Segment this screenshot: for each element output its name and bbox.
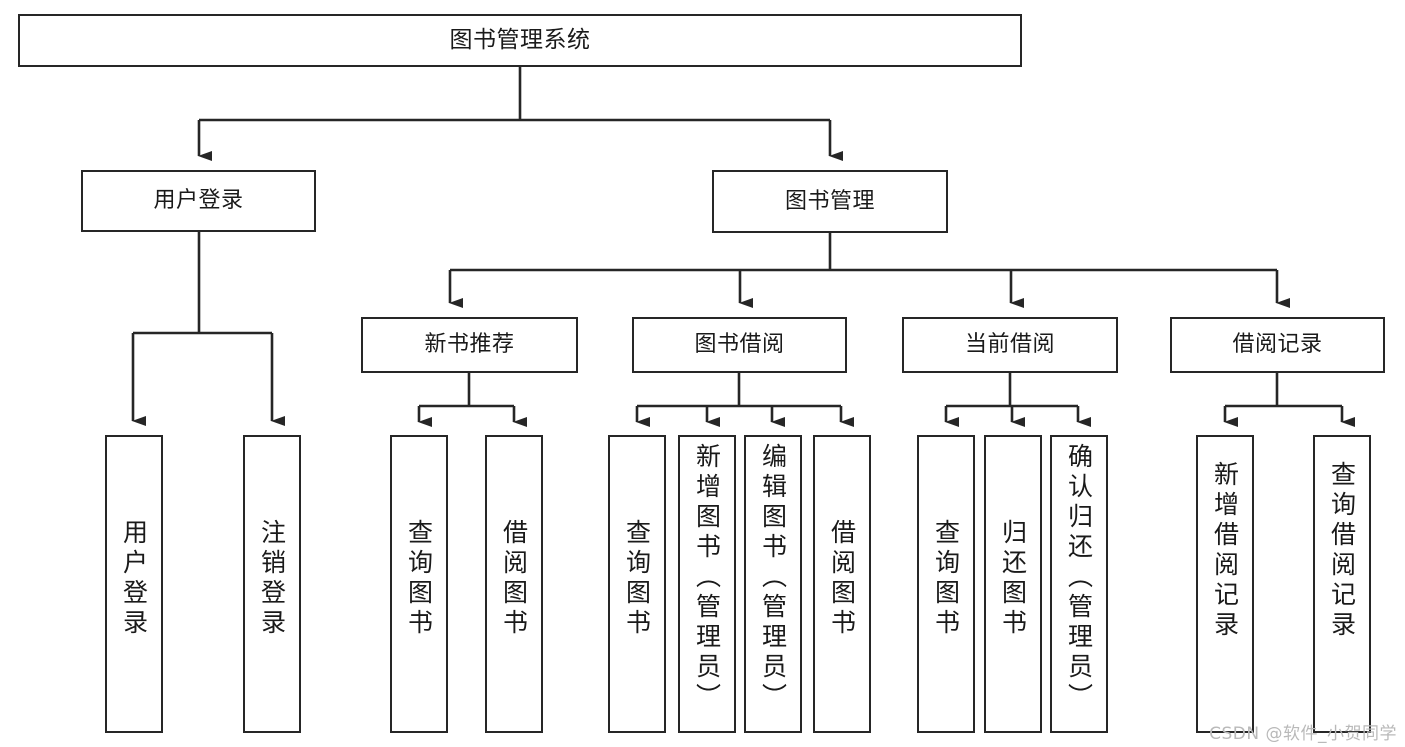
leaf-borrow-book[interactable]: 借阅图书: [813, 435, 871, 733]
node-label: 借阅记录: [1232, 332, 1323, 358]
node-label: 查询图书: [404, 519, 434, 639]
leaf-logout-login[interactable]: 注销登录: [243, 435, 301, 733]
node-label: 查询图书: [931, 519, 961, 639]
leaf-user-login[interactable]: 用户登录: [105, 435, 163, 733]
node-label: 查询借阅记录: [1327, 461, 1357, 641]
leaf-return-book[interactable]: 归还图书: [984, 435, 1042, 733]
node-label: 查询图书: [622, 519, 652, 639]
leaf-confirm-return[interactable]: 确认归还（管理员）: [1050, 435, 1108, 733]
node-label: 借阅图书: [827, 519, 857, 639]
node-borrow-record[interactable]: 借阅记录: [1170, 317, 1385, 373]
leaf-query-book-borrow[interactable]: 查询图书: [608, 435, 666, 733]
leaf-add-book[interactable]: 新增图书（管理员）: [678, 435, 736, 733]
node-label: 用户登录: [153, 188, 244, 214]
leaf-query-book-current[interactable]: 查询图书: [917, 435, 975, 733]
node-label: 新书推荐: [424, 332, 515, 358]
node-label: 图书管理系统: [449, 27, 591, 54]
node-label: 图书借阅: [694, 332, 785, 358]
node-label: 新增图书（管理员）: [692, 443, 722, 713]
node-current-borrow[interactable]: 当前借阅: [902, 317, 1118, 373]
node-user-login[interactable]: 用户登录: [81, 170, 316, 232]
leaf-edit-book[interactable]: 编辑图书（管理员）: [744, 435, 802, 733]
leaf-add-borrow-record[interactable]: 新增借阅记录: [1196, 435, 1254, 733]
leaf-query-borrow-record[interactable]: 查询借阅记录: [1313, 435, 1371, 733]
node-book-management[interactable]: 图书管理: [712, 170, 948, 233]
node-label: 注销登录: [257, 519, 287, 639]
leaf-query-book-recommend[interactable]: 查询图书: [390, 435, 448, 733]
node-book-borrow[interactable]: 图书借阅: [632, 317, 847, 373]
csdn-watermark: CSDN @软件_小贺同学: [1209, 724, 1397, 744]
node-label: 用户登录: [119, 519, 149, 639]
node-label: 确认归还（管理员）: [1064, 443, 1094, 713]
node-label: 新增借阅记录: [1210, 461, 1240, 641]
node-label: 编辑图书（管理员）: [758, 443, 788, 713]
node-new-book-recommend[interactable]: 新书推荐: [361, 317, 578, 373]
node-label: 借阅图书: [499, 519, 529, 639]
leaf-borrow-book-recommend[interactable]: 借阅图书: [485, 435, 543, 733]
node-label: 图书管理: [784, 188, 875, 214]
node-label: 当前借阅: [964, 332, 1055, 358]
node-root-system[interactable]: 图书管理系统: [18, 14, 1022, 67]
node-label: 归还图书: [998, 519, 1028, 639]
